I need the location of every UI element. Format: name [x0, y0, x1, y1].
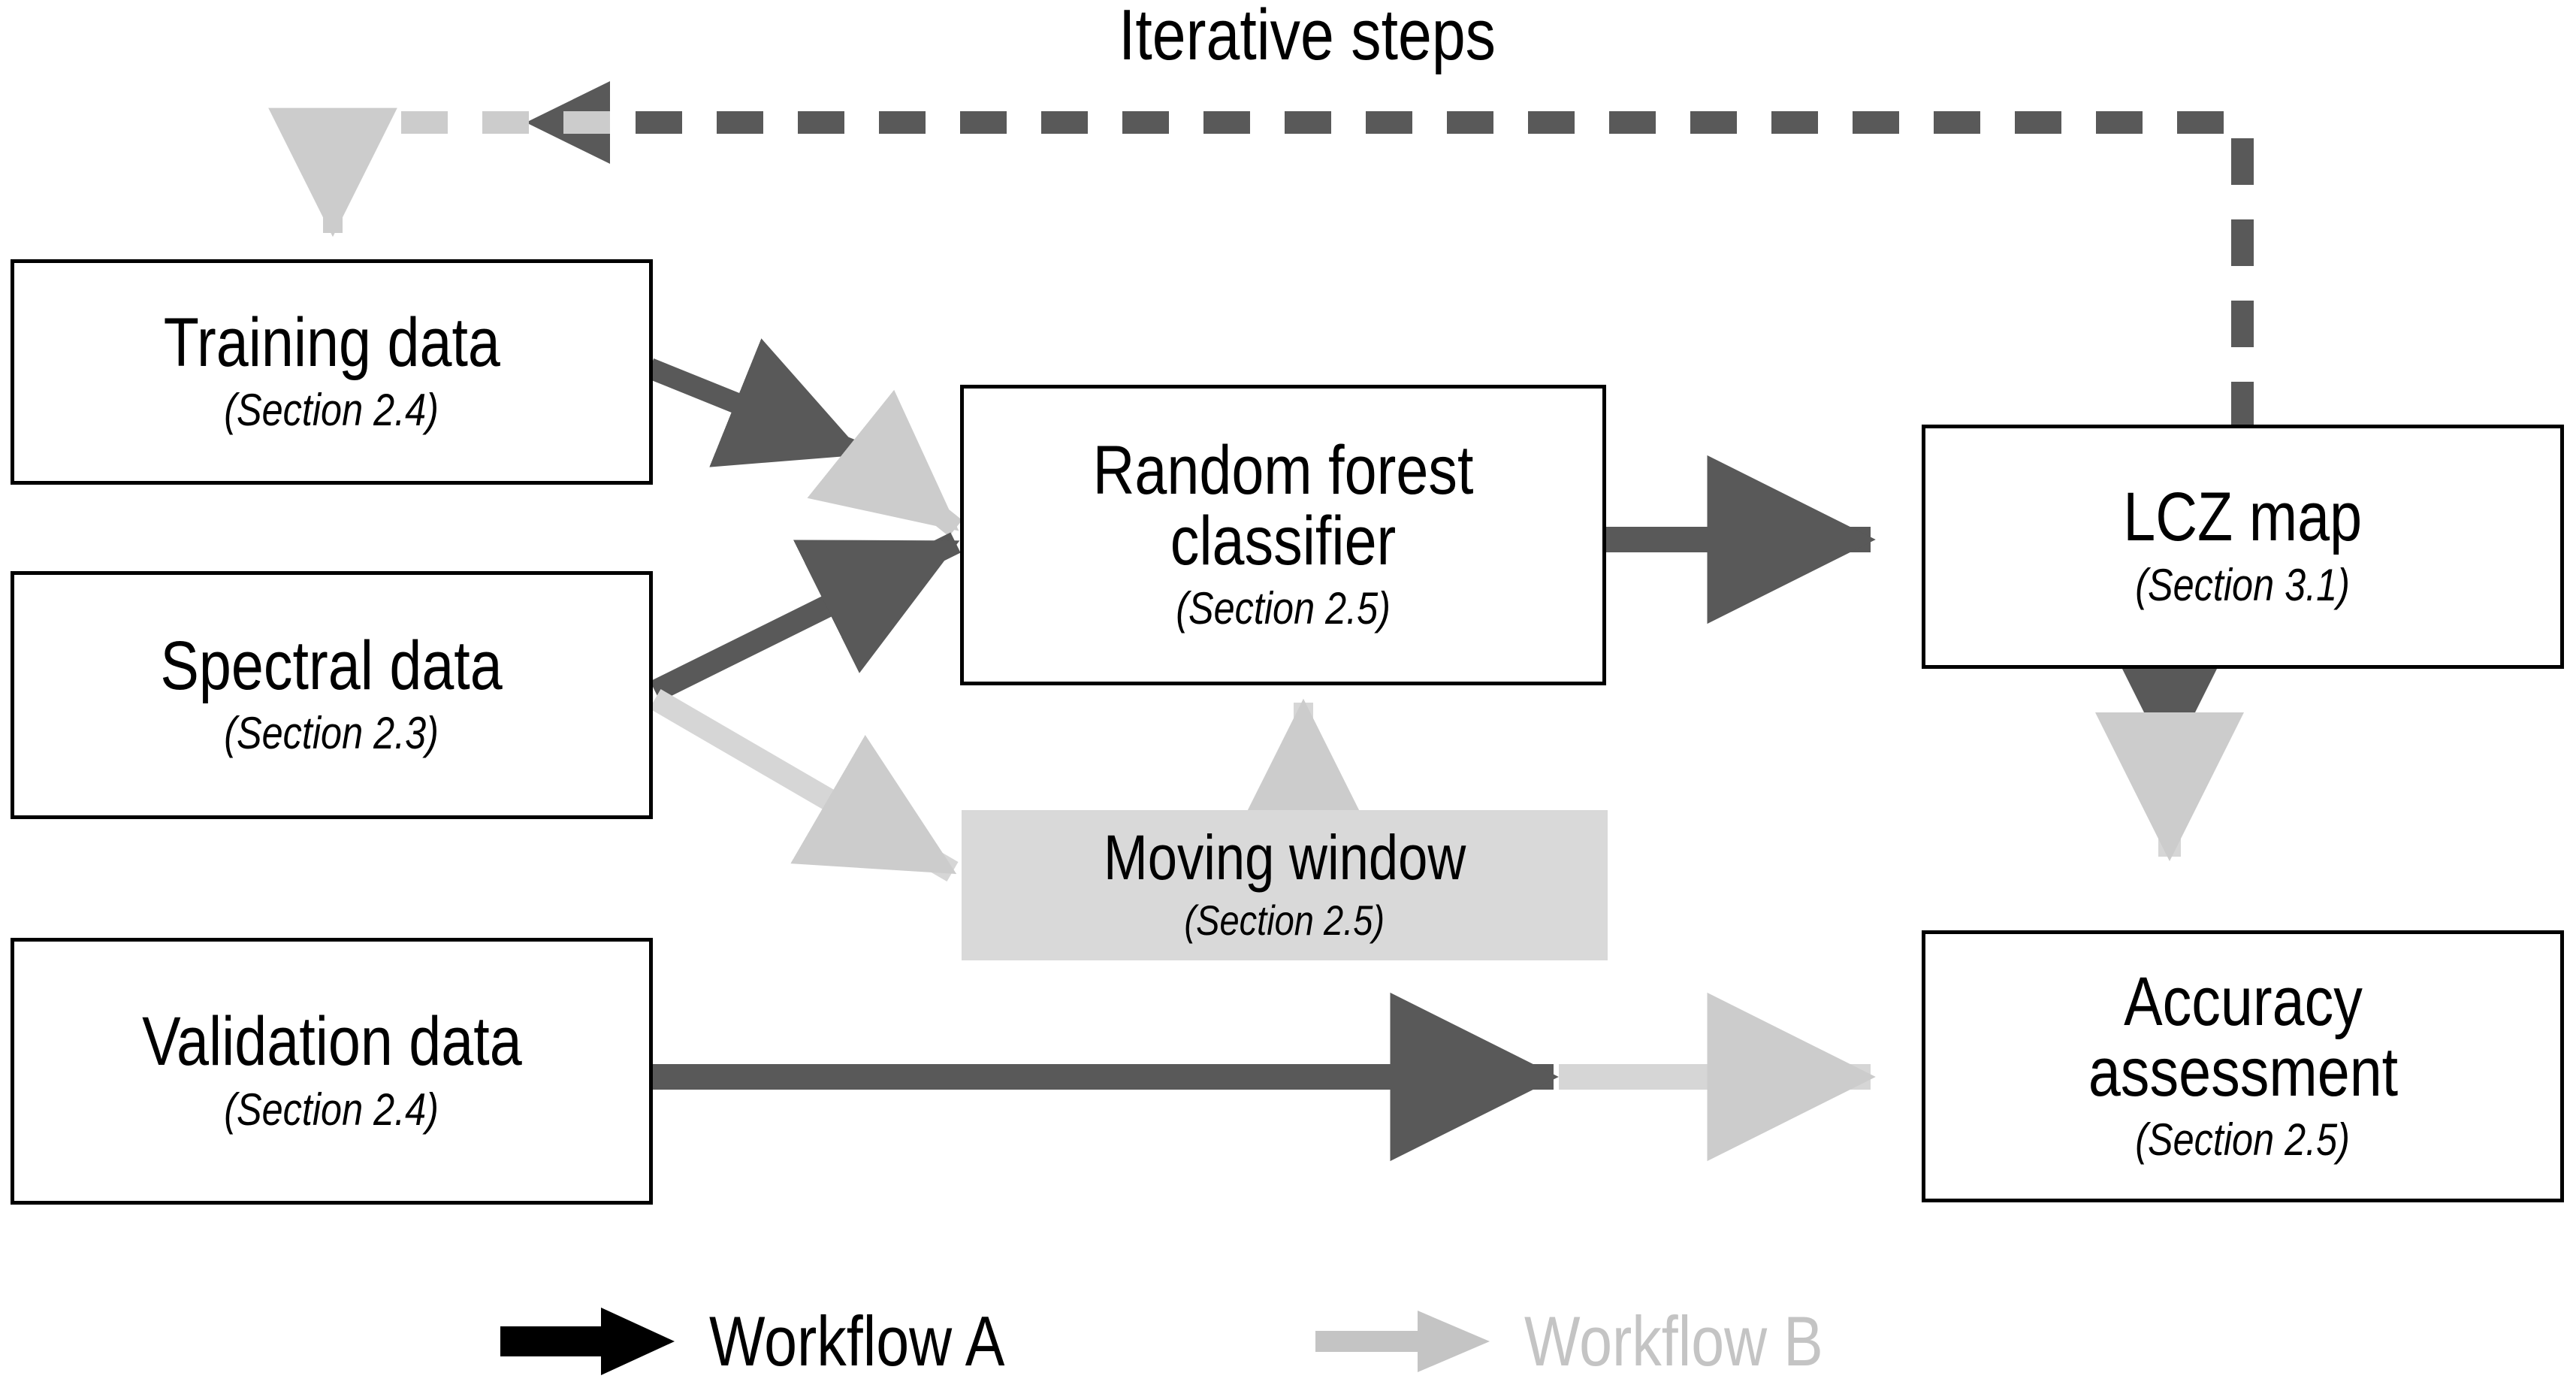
node-title: Moving window	[1103, 821, 1466, 893]
node-accuracy-assessment[interactable]: Accuracy assessment (Section 2.5)	[1922, 930, 2564, 1202]
legend-item-workflow-a[interactable]: Workflow A	[496, 1300, 1061, 1383]
node-subtitle: (Section 2.5)	[2135, 1114, 2351, 1166]
node-subtitle: (Section 3.1)	[2135, 559, 2351, 610]
legend-item-workflow-b[interactable]: Workflow B	[1311, 1300, 1880, 1383]
edge-spectral-to-classifier	[650, 532, 961, 702]
node-subtitle: (Section 2.5)	[1184, 897, 1385, 945]
iterative-steps-label: Iterative steps	[1118, 0, 1496, 75]
edge-training-to-classifier	[645, 338, 962, 537]
legend-label: Workflow B	[1524, 1302, 1823, 1380]
legend-label: Workflow A	[709, 1302, 1005, 1380]
node-title: Accuracy assessment	[2088, 963, 2398, 1111]
node-lcz-map[interactable]: LCZ map (Section 3.1)	[1922, 425, 2564, 669]
node-title: Spectral data	[160, 627, 503, 704]
node-moving-window[interactable]: Moving window (Section 2.5)	[962, 810, 1608, 960]
node-subtitle: (Section 2.5)	[1176, 583, 1391, 634]
node-title: Random forest classifier	[1092, 431, 1474, 579]
node-subtitle: (Section 2.4)	[224, 385, 439, 436]
node-spectral-data[interactable]: Spectral data (Section 2.3)	[11, 571, 653, 819]
node-validation-data[interactable]: Validation data (Section 2.4)	[11, 938, 653, 1205]
edge-iterative-feedback-dashed	[268, 81, 2254, 428]
legend: Workflow A Workflow B	[0, 1278, 2576, 1400]
node-title: Training data	[163, 304, 500, 381]
workflow-a-arrow-icon	[500, 1308, 675, 1375]
node-subtitle: (Section 2.3)	[224, 708, 439, 759]
workflow-b-arrow-icon	[1315, 1311, 1490, 1372]
node-training-data[interactable]: Training data (Section 2.4)	[11, 259, 653, 485]
node-title: LCZ map	[2123, 479, 2363, 556]
edge-spectral-to-moving-window	[649, 689, 959, 881]
node-random-forest-classifier[interactable]: Random forest classifier (Section 2.5)	[960, 385, 1606, 685]
node-title: Validation data	[141, 1003, 522, 1081]
node-subtitle: (Section 2.4)	[224, 1084, 439, 1135]
